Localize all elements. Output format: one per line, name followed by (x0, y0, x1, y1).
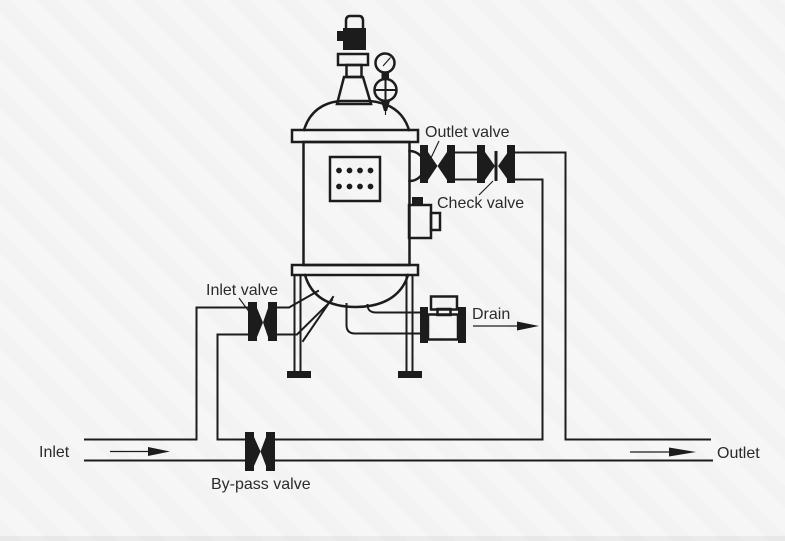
spool-pipe (454, 151, 478, 181)
drain-elbow-outer (345, 303, 422, 335)
bracket-stub (429, 211, 442, 232)
outlet-flow-arrow-icon (669, 447, 696, 457)
vessel-bottom-head (303, 273, 410, 309)
inlet-pipe-diagonal-top (276, 289, 320, 309)
motor-flange (336, 52, 370, 67)
drain-elbow-inner (366, 303, 422, 314)
outlet-valve-body (428, 152, 438, 180)
inlet-label: Inlet (39, 444, 70, 461)
inlet-valve-label: Inlet valve (206, 282, 278, 299)
handwheel-cross (373, 78, 398, 102)
drain-label: Drain (472, 306, 510, 323)
panel-indicator-dots (336, 167, 374, 190)
drain-valve-right-flange (458, 307, 466, 343)
inlet-riser-line (216, 333, 249, 441)
outlet-valve-label: Outlet valve (425, 124, 510, 141)
side-bracket (407, 197, 442, 240)
motor-body (343, 28, 366, 50)
flow-arrows (110, 321, 696, 457)
motor-neck (345, 63, 363, 79)
left-foot-pad (287, 371, 311, 378)
labels: Outlet valve Check valve Inlet valve Dra… (39, 124, 760, 493)
bypass-valve-label: By-pass valve (211, 476, 311, 493)
bypass-valve-right-flange (266, 432, 275, 471)
drain-valve-body (426, 313, 460, 341)
gauge-stem (381, 72, 389, 79)
outlet-valve-train (408, 145, 515, 183)
check-valve-left-flange (477, 145, 485, 183)
gauge-needle (382, 57, 391, 67)
outlet-valve-left-flange (420, 145, 428, 183)
inlet-valve-body (257, 308, 263, 337)
motor-tab (337, 31, 343, 41)
vessel-shell (302, 140, 411, 267)
inlet-pipe-top-line (84, 306, 249, 441)
by-pass-valve (245, 432, 275, 471)
drain-flow-arrow-icon (517, 321, 539, 331)
outlet-valve-leader (429, 140, 440, 161)
filter-vessel (287, 99, 442, 378)
drain-valve-actuator (429, 295, 459, 311)
pressure-gauge-assembly (373, 52, 398, 115)
outlet-label: Outlet (717, 445, 760, 462)
vessel-support-ring (290, 263, 420, 277)
check-valve-body (498, 152, 508, 180)
bypass-valve-body (260, 437, 266, 466)
inlet-valve-leader (238, 297, 251, 314)
vessel-top-dome (302, 99, 411, 132)
bypass-valve-body (254, 437, 261, 466)
vessel-left-leg (293, 274, 302, 372)
check-valve-leader (478, 180, 494, 196)
bracket-top-block (412, 197, 423, 205)
motor-cap (344, 14, 365, 31)
leader-lines (238, 140, 494, 314)
main-bypass-pipe (84, 306, 713, 462)
drain-valve-left-flange (420, 307, 428, 343)
gauge-cock-base (381, 101, 390, 111)
outlet-valve-right-flange (447, 145, 455, 183)
right-foot-pad (398, 371, 422, 378)
outlet-valve-body (437, 152, 447, 180)
inlet-valve-branch (248, 289, 334, 341)
inlet-valve-body (263, 308, 268, 337)
check-valve-right-flange (507, 145, 515, 183)
inlet-valve-right-flange (268, 302, 277, 341)
check-valve-label: Check valve (437, 195, 524, 212)
outlet-down-pipe (514, 151, 711, 441)
inlet-flow-arrow-icon (148, 447, 170, 456)
check-valve-seat (494, 151, 498, 181)
vessel-right-leg (405, 274, 414, 372)
drain-branch (345, 295, 466, 343)
motor-actuator (335, 14, 373, 106)
inspection-panel (328, 155, 382, 203)
outlet-pipe-inner-line (514, 178, 544, 441)
footer-strip (0, 536, 785, 541)
check-valve-body (485, 152, 495, 180)
leg-brace (301, 295, 335, 343)
vessel-top-flange (290, 128, 420, 144)
outlet-pipe-outer-line (514, 151, 711, 441)
inlet-valve-left-flange (248, 302, 257, 341)
bracket-body (407, 203, 433, 240)
motor-pedestal (335, 75, 373, 106)
inlet-pipe-diagonal-bottom (276, 298, 334, 336)
bypass-valve-left-flange (245, 432, 254, 471)
